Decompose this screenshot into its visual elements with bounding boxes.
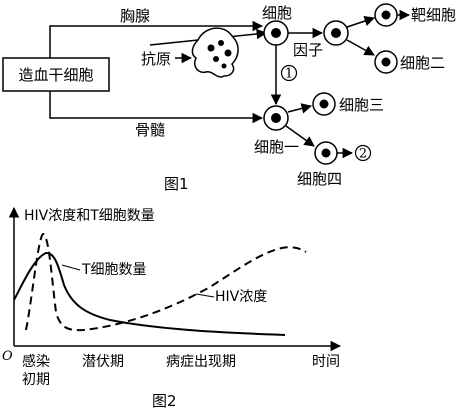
- hiv-series-label: HIV浓度: [215, 289, 267, 305]
- apc-granule: [221, 63, 227, 69]
- factor-label: 因子: [293, 41, 323, 59]
- hiv-curve: [25, 232, 307, 332]
- figure-2: HIV浓度和T细胞数量 O T细胞数量 HIV浓度 感染 初期 潜伏期 病症出现…: [2, 206, 342, 410]
- stem-cell-label: 造血干细胞: [18, 66, 93, 84]
- t-cell-label: 细胞: [262, 4, 292, 22]
- mark-one-circle: [280, 64, 298, 82]
- cell-one-label: 细胞一: [254, 138, 299, 156]
- x-axis-label: 时间: [312, 354, 340, 370]
- figure-2-caption: 图2: [152, 392, 177, 410]
- cell-one-nucleus: [271, 113, 281, 123]
- phase-early-line2: 初期: [22, 371, 50, 388]
- phase-early-line1: 感染: [22, 353, 50, 370]
- t-cell-curve: [13, 252, 286, 336]
- figure-1-caption: 图1: [164, 175, 189, 193]
- apc-granule: [218, 40, 224, 46]
- cell-two-nucleus: [381, 57, 391, 67]
- phase-symptomatic: 病症出现期: [166, 354, 236, 370]
- cell-four-nucleus: [321, 148, 331, 158]
- t-cell-nucleus: [271, 28, 281, 38]
- bone-marrow-label: 骨髓: [135, 121, 165, 139]
- one-to-three-arrow: [287, 103, 313, 114]
- origin-label: O: [2, 349, 13, 364]
- thymus-arrow: [49, 20, 264, 58]
- t-cell-leader: [61, 264, 81, 271]
- cell-three-nucleus: [319, 99, 329, 109]
- thymus-label: 胸腺: [120, 7, 150, 25]
- t-cell-series-label: T细胞数量: [81, 262, 147, 278]
- mark-two-circle: [354, 144, 372, 162]
- mark-one: 1: [285, 67, 293, 82]
- cell-two-label: 细胞二: [400, 54, 445, 72]
- cell-four-label: 细胞四: [297, 170, 342, 188]
- phase-latent: 潜伏期: [82, 354, 124, 370]
- antigen-label: 抗原: [141, 50, 171, 68]
- y-axis-label: HIV浓度和T细胞数量: [24, 208, 155, 224]
- figure-1: 造血干细胞 胸腺 骨髓 抗原 细胞 因子 靶: [2, 3, 456, 193]
- apc-granule: [207, 44, 215, 52]
- b-to-memory-arrow: [346, 39, 375, 56]
- target-cell-label: 靶细胞: [411, 6, 456, 24]
- mark-two: 2: [359, 147, 367, 162]
- cell-three-label: 细胞三: [339, 96, 384, 114]
- bone-marrow-arrow: [49, 91, 264, 124]
- b-cell-nucleus: [331, 28, 341, 38]
- hiv-leader: [195, 293, 215, 298]
- stem-cell-box: [2, 57, 110, 92]
- b-to-plasma-arrow: [346, 16, 375, 28]
- effector-cell-nucleus: [381, 10, 391, 20]
- antigen-presenting-cell: [191, 27, 239, 78]
- one-to-four-arrow: [285, 125, 315, 147]
- apc-granule: [224, 49, 232, 57]
- apc-granule: [213, 56, 219, 62]
